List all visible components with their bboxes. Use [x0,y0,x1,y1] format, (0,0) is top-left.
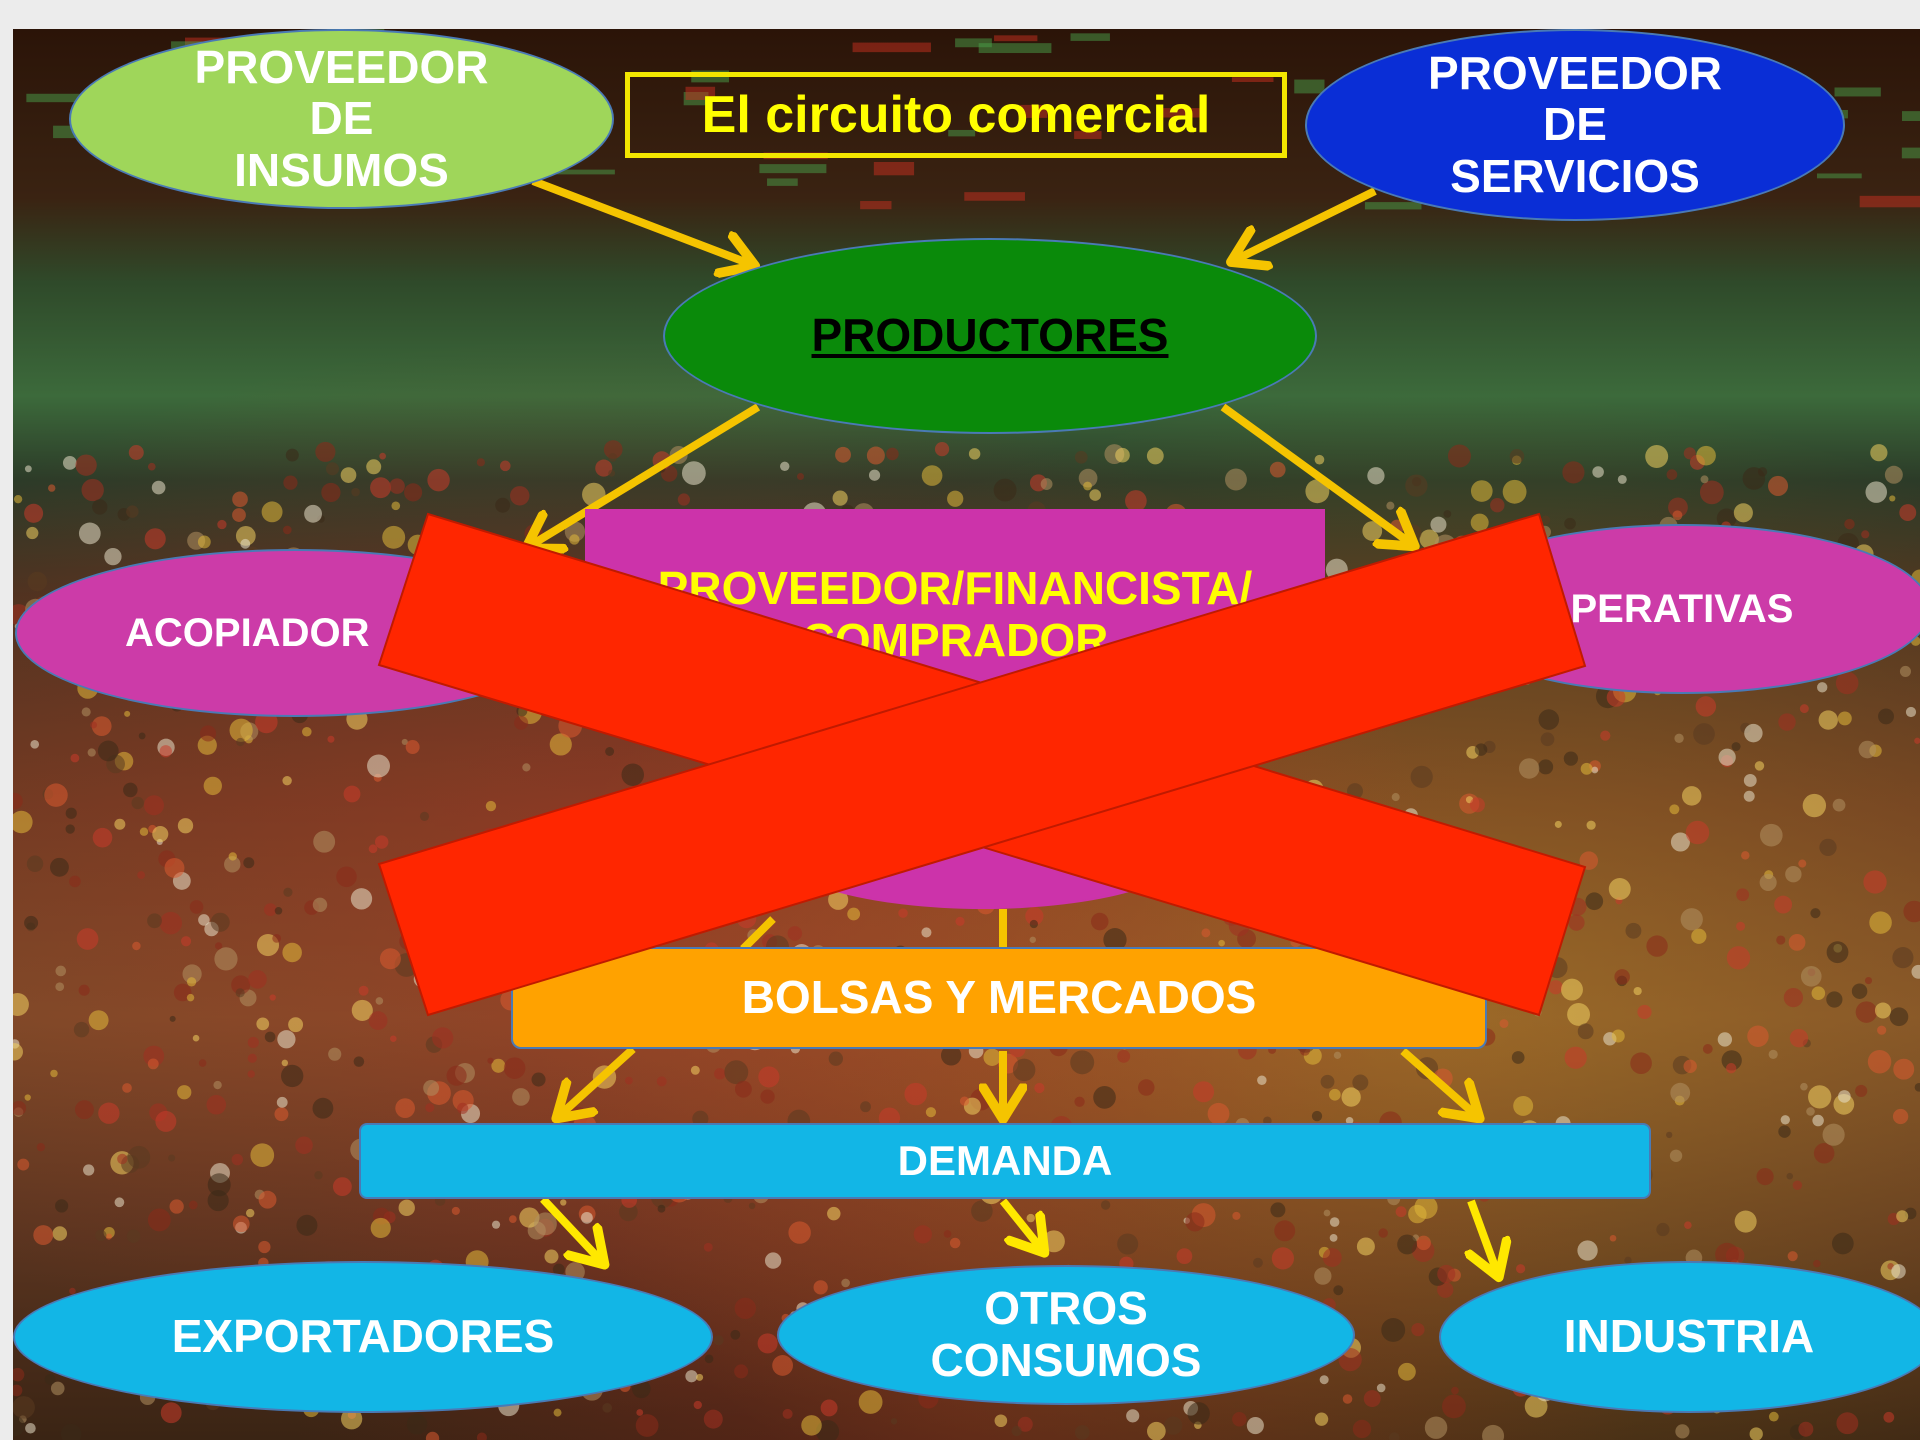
diagram-title: El circuito comercial [625,72,1287,158]
exportadores-label: EXPORTADORES [171,1310,555,1363]
bolsas-label: BOLSAS Y MERCADOS [741,971,1257,1024]
proveedor-insumos-label: PROVEEDOR DE INSUMOS [194,40,489,196]
hidden-middle-node [773,789,1193,909]
arrow-servicios-productores [1233,187,1377,261]
demanda-label: DEMANDA [897,1137,1113,1185]
cooperativas-label: PERATIVAS [1570,586,1794,631]
demanda-node: DEMANDA [359,1123,1651,1199]
acopiadores-label: ACOPIADOR [125,610,370,655]
slide: El circuito comercial PROVEEDOR DE INSUM… [13,29,1920,1440]
otros-consumos-label: OTROS CONSUMOS [930,1282,1202,1386]
arrow-bolsas-demanda-right [1400,1047,1478,1117]
proveedor-insumos-node: PROVEEDOR DE INSUMOS [69,29,614,209]
arrow-demanda-industria [1471,1199,1498,1275]
arrow-insumos-productores [531,177,753,265]
proveedor-servicios-node: PROVEEDOR DE SERVICIOS [1305,29,1845,221]
acopiadores-node: ACOPIADOR [15,549,575,717]
arrow-to-bolsas-left [740,916,776,952]
exportadores-node: EXPORTADORES [13,1261,713,1413]
industria-label: INDUSTRIA [1563,1310,1815,1363]
cooperativas-node: PERATIVAS [1433,524,1920,694]
productores-label: PRODUCTORES [811,309,1169,362]
productores-node: PRODUCTORES [663,238,1317,434]
arrow-bolsas-demanda-left [558,1046,636,1117]
industria-node: INDUSTRIA [1439,1261,1920,1413]
bolsas-node: BOLSAS Y MERCADOS [511,947,1487,1049]
financista-node: PROVEEDOR/FINANCISTA/ COMPRADOR [585,509,1325,684]
otros-consumos-node: OTROS CONSUMOS [777,1265,1355,1405]
financista-label: PROVEEDOR/FINANCISTA/ COMPRADOR [657,562,1253,666]
arrow-demanda-otros [999,1198,1043,1251]
arrow-demanda-exportadores [540,1196,603,1263]
proveedor-servicios-label: PROVEEDOR DE SERVICIOS [1428,46,1722,202]
